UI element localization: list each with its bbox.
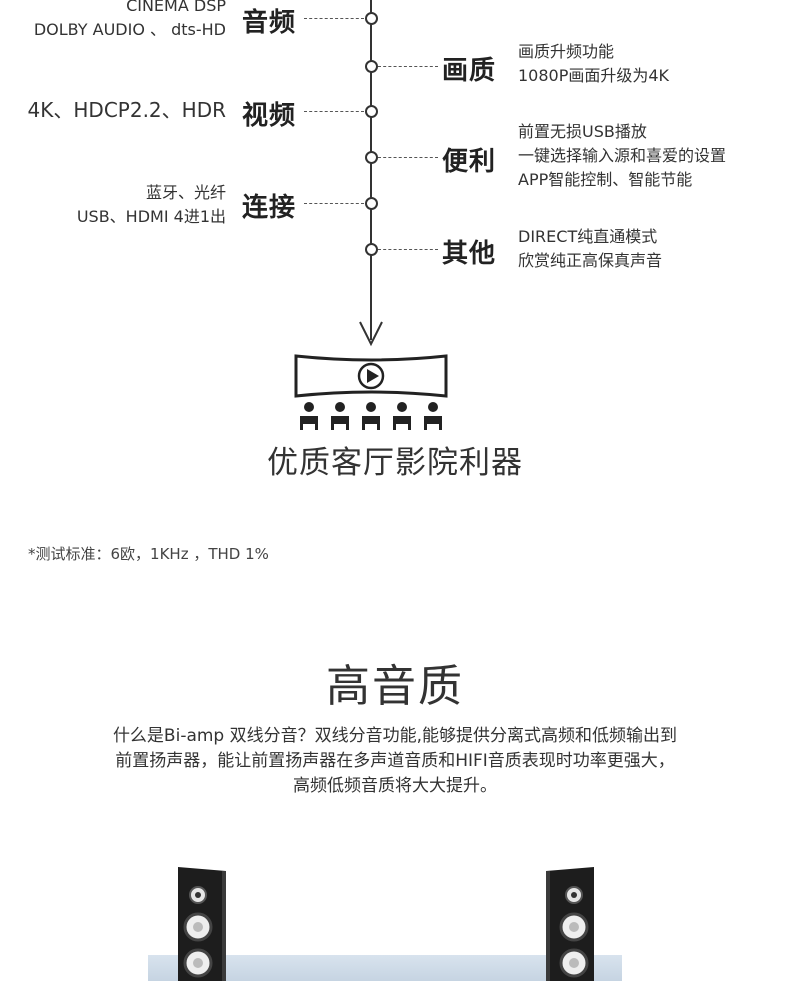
speaker-icon [546, 867, 594, 981]
test-note: *测试标准：6欧，1KHz ，THD 1% [28, 545, 269, 563]
detail-line: 1080P画面升级为4K [518, 66, 670, 85]
audience-icon [300, 402, 442, 430]
timeline-line [370, 0, 372, 340]
connector [304, 18, 364, 19]
convenience-detail: 前置无损USB播放 一键选择输入源和喜爱的设置 APP智能控制、智能节能 [518, 120, 726, 192]
audio-detail: CINEMA DSP DOLBY AUDIO 、 dts-HD [34, 0, 226, 42]
detail-line: USB、HDMI 4进1出 [76, 207, 226, 226]
detail-line: 前置无损USB播放 [518, 122, 647, 141]
detail-line: 欣赏纯正高保真声音 [518, 251, 663, 270]
detail-line: DOLBY AUDIO 、 dts-HD [33, 20, 226, 39]
cinema-icon [294, 354, 448, 430]
timeline-node [365, 151, 378, 164]
detail-line: 画质升频功能 [518, 42, 615, 61]
detail-line: APP智能控制、智能节能 [518, 170, 693, 189]
picture-detail: 画质升频功能 1080P画面升级为4K [518, 40, 669, 88]
category-audio: 音频 [242, 8, 297, 38]
speaker-icon [178, 867, 226, 981]
timeline-node [365, 105, 378, 118]
timeline-arrow-icon [359, 321, 383, 347]
speaker-stand [148, 955, 622, 981]
category-connect: 连接 [242, 193, 297, 223]
paragraph-line: 高频低频音质将大大提升。 [293, 776, 497, 796]
paragraph-line: 前置扬声器，能让前置扬声器在多声道音质和HIFI音质表现时功率更强大， [115, 751, 675, 771]
category-video: 视频 [242, 101, 297, 131]
timeline-node [365, 243, 378, 256]
connector [304, 111, 364, 112]
connector [304, 203, 364, 204]
caption: 优质客厅影院利器 [267, 445, 523, 481]
timeline-node [365, 197, 378, 210]
section-paragraph: 什么是Bi-amp 双线分音？双线分音功能,能够提供分离式高频和低频输出到 前置… [0, 724, 790, 799]
detail-line: 蓝牙、光纤 [145, 183, 226, 202]
timeline-node [365, 60, 378, 73]
connect-detail: 蓝牙、光纤 USB、HDMI 4进1出 [77, 181, 226, 229]
detail-line: 4K、HDCP2.2、HDR [27, 98, 226, 122]
connector [378, 157, 438, 158]
category-picture: 画质 [442, 56, 497, 86]
category-convenience: 便利 [442, 147, 497, 177]
timeline-node [365, 12, 378, 25]
detail-line: 一键选择输入源和喜爱的设置 [518, 146, 727, 165]
paragraph-line: 什么是Bi-amp 双线分音？双线分音功能,能够提供分离式高频和低频输出到 [112, 726, 678, 746]
video-detail: 4K、HDCP2.2、HDR [28, 98, 226, 122]
other-detail: DIRECT纯直通模式 欣赏纯正高保真声音 [518, 225, 662, 273]
detail-line: CINEMA DSP [126, 0, 226, 15]
play-icon [357, 362, 385, 390]
detail-line: DIRECT纯直通模式 [518, 227, 658, 246]
section-title: 高音质 [326, 661, 464, 712]
connector [378, 66, 438, 67]
connector [378, 249, 438, 250]
category-other: 其他 [442, 239, 497, 269]
